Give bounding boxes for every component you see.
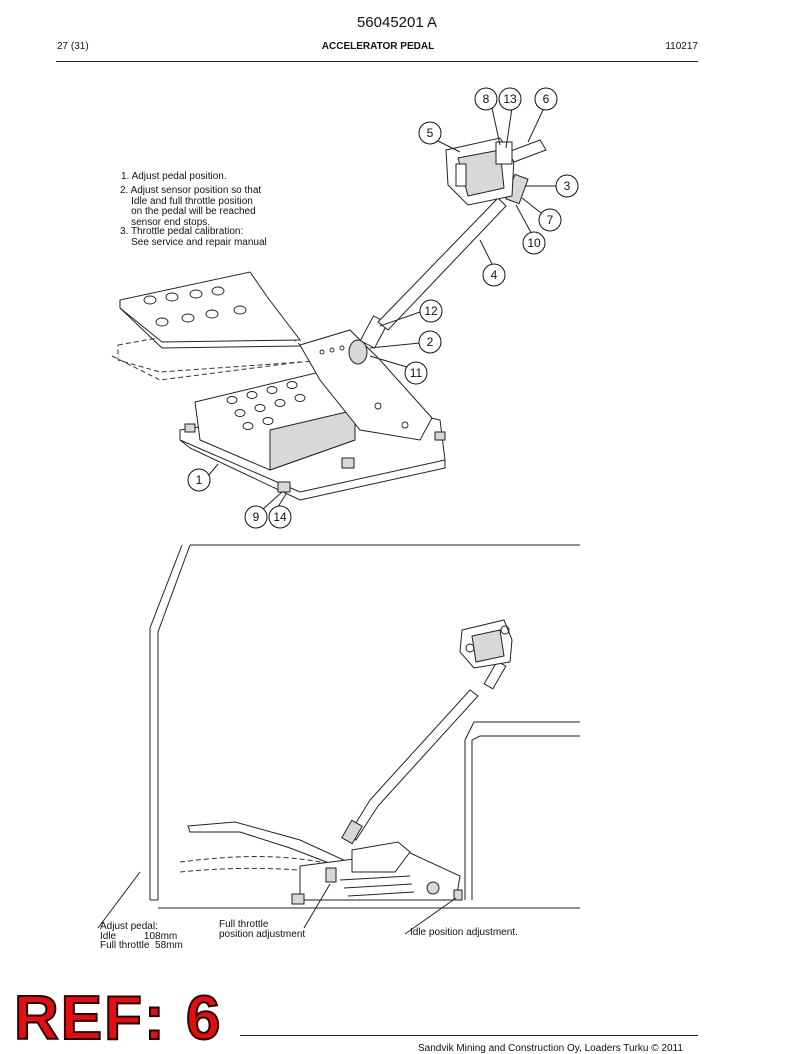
instruction-2: 2. Adjust sensor position so that Idle a… [120, 185, 262, 228]
callout-12: 12 [419, 299, 443, 323]
svg-text:4: 4 [491, 268, 498, 282]
svg-text:9: 9 [253, 510, 260, 524]
page-title: ACCELERATOR PEDAL [321, 41, 435, 52]
ref-label: REF: 6 [13, 983, 223, 1054]
lower-side-view-drawing [149, 544, 580, 909]
callout-14: 14 [268, 505, 292, 529]
footer-rule [240, 1035, 698, 1036]
footer-copyright: Sandvik Mining and Construction Oy, Load… [418, 1043, 683, 1054]
svg-text:1: 1 [196, 473, 203, 487]
callout-7: 7 [538, 208, 562, 232]
svg-text:13: 13 [503, 92, 517, 106]
callout-6: 6 [534, 87, 558, 111]
adjust-pedal-note: Adjust pedal: Idle 108mm Full throttle 5… [100, 921, 183, 951]
svg-text:2: 2 [427, 335, 434, 349]
upper-assembly-drawing [111, 137, 547, 501]
page-count: 27 (31) [57, 41, 89, 52]
full-throttle-note: Full throttle position adjustment [219, 919, 306, 940]
svg-text:12: 12 [424, 304, 438, 318]
svg-text:11: 11 [410, 366, 423, 380]
callout-1: 1 [187, 468, 211, 492]
svg-text:8: 8 [483, 92, 490, 106]
header-rule [56, 61, 698, 62]
callout-11: 11 [404, 361, 428, 385]
callout-5: 5 [418, 121, 442, 145]
callout-3: 3 [555, 174, 579, 198]
callout-4: 4 [482, 263, 506, 287]
svg-text:14: 14 [273, 510, 287, 524]
callout-9: 9 [244, 505, 268, 529]
svg-text:5: 5 [427, 126, 434, 140]
callout-8: 8 [474, 87, 498, 111]
callout-13: 13 [498, 87, 522, 111]
upper-leader-lines [207, 107, 556, 511]
instruction-1: 1. Adjust pedal position. [121, 171, 227, 182]
document-date: 110217 [665, 41, 698, 52]
lower-leader-lines [97, 871, 457, 935]
svg-text:7: 7 [547, 213, 554, 227]
svg-text:3: 3 [564, 179, 571, 193]
instruction-3: 3. Throttle pedal calibration: See servi… [120, 226, 267, 248]
callout-10: 10 [522, 231, 546, 255]
idle-position-note: Idle position adjustment. [410, 927, 518, 938]
document-number: 56045201 A [356, 14, 438, 31]
svg-text:6: 6 [543, 92, 550, 106]
callout-2: 2 [418, 330, 442, 354]
svg-text:10: 10 [527, 236, 541, 250]
